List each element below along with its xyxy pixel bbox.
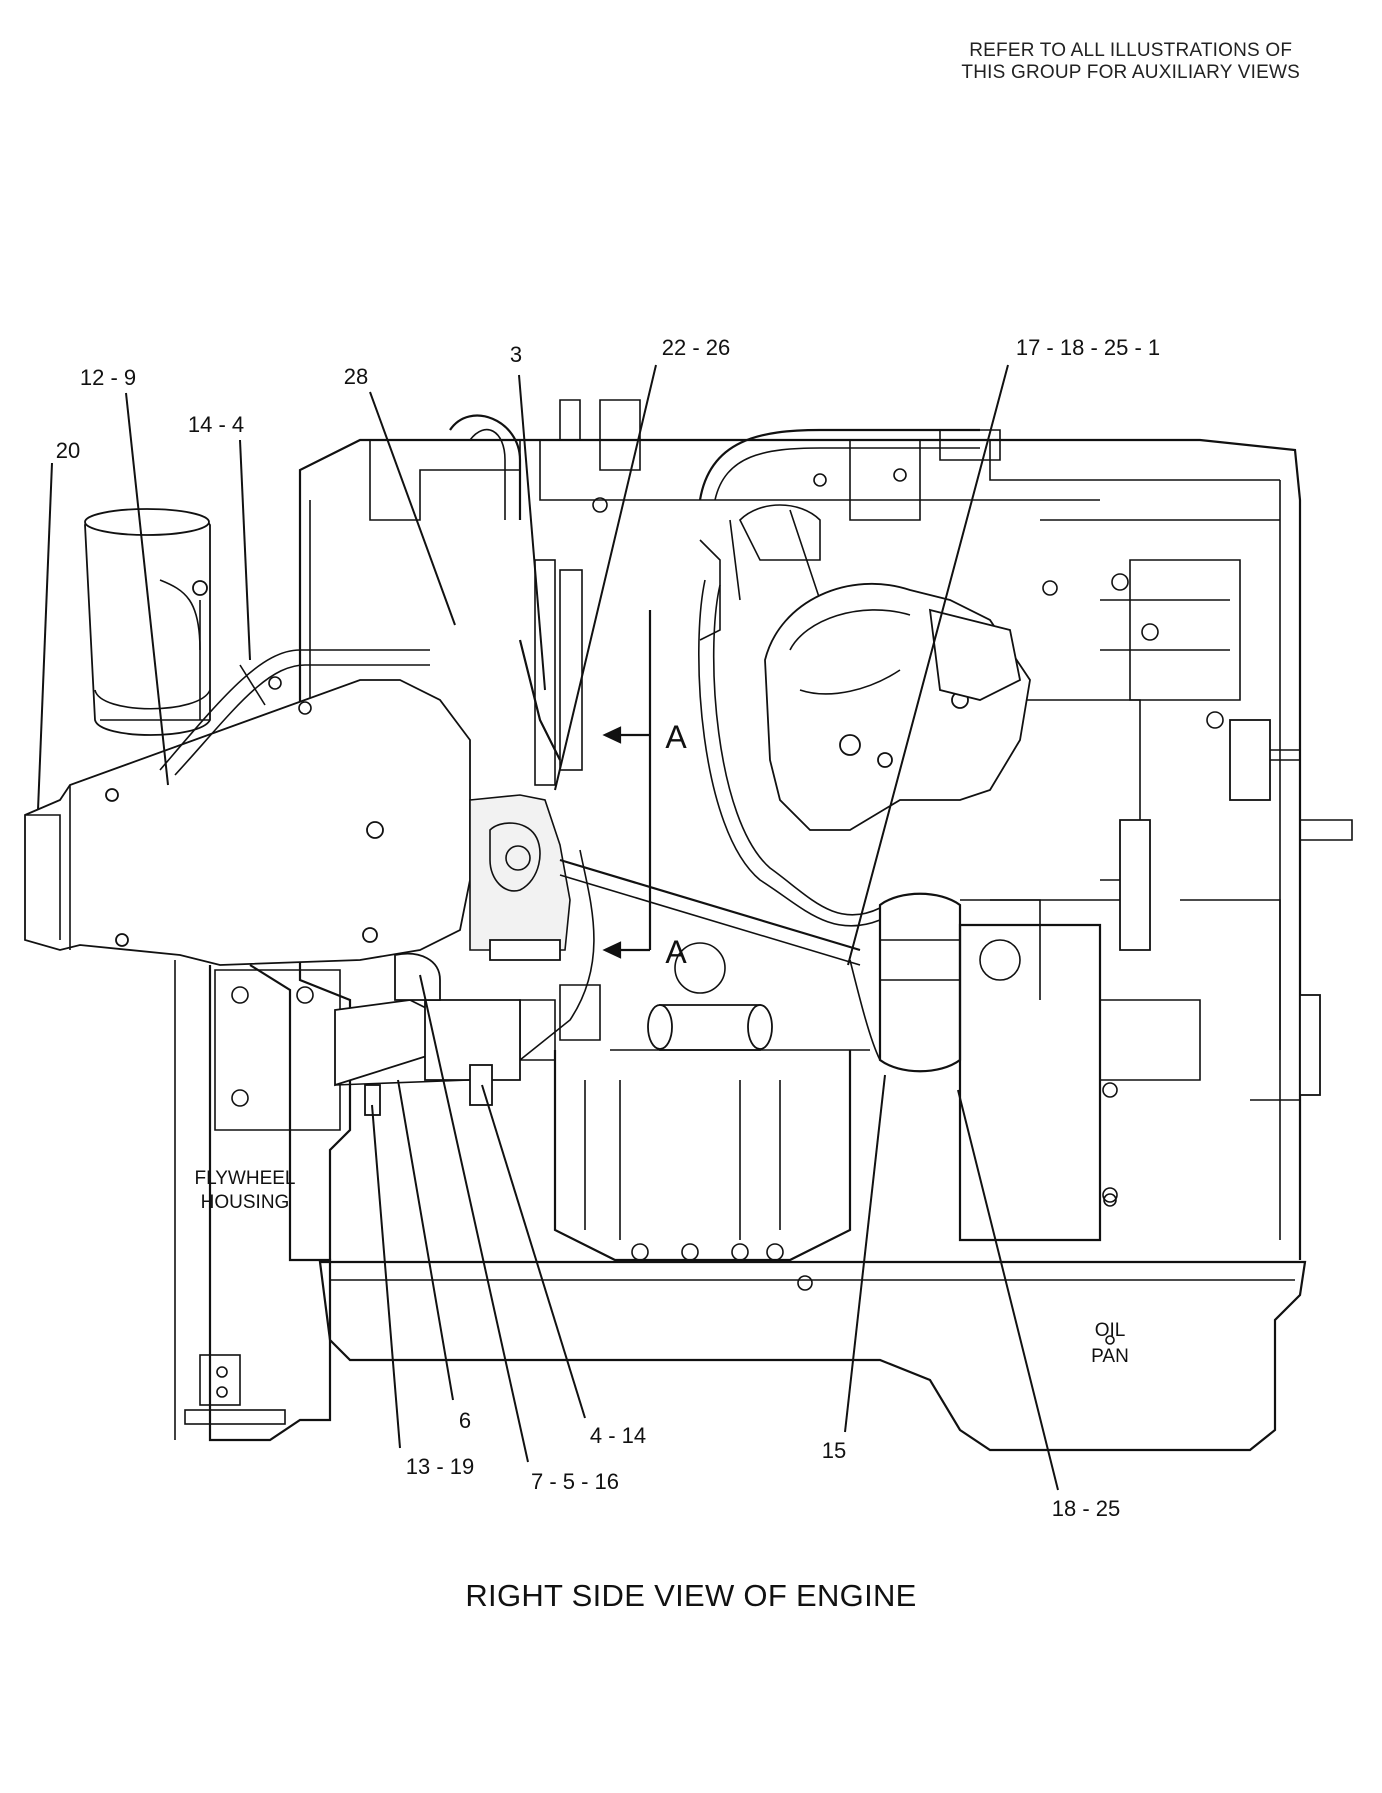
- callout-14-4: 14 - 4: [188, 412, 244, 437]
- oil-pan-label-line-2: PAN: [1091, 1346, 1129, 1367]
- callout-18-25: 18 - 25: [1052, 1496, 1121, 1521]
- leader-13-19: [371, 1104, 401, 1449]
- callout-labels: 20 12 - 9 14 - 4 28 3 22 - 26 17 - 18 - …: [56, 335, 1160, 1521]
- air-inlet-housing: [24, 649, 471, 966]
- callout-7-5-16: 7 - 5 - 16: [531, 1469, 619, 1494]
- oil-pan-label-line-1: OIL: [1095, 1320, 1126, 1341]
- section-line-a: [602, 610, 652, 959]
- top-pipework: [449, 399, 1001, 641]
- callout-15: 15: [822, 1438, 846, 1463]
- callout-12-9: 12 - 9: [80, 365, 136, 390]
- callout-13-19: 13 - 19: [406, 1454, 475, 1479]
- section-markers: A A: [665, 719, 687, 970]
- callout-6: 6: [459, 1408, 471, 1433]
- leader-6: [397, 1079, 454, 1401]
- leader-28: [369, 391, 456, 626]
- region-labels: FLYWHEEL HOUSING OIL PAN: [194, 1168, 1128, 1367]
- callout-22-26: 22 - 26: [662, 335, 731, 360]
- oil-cooler: [553, 942, 870, 1262]
- leader-20: [37, 462, 53, 811]
- right-bracket: [1100, 719, 1321, 1096]
- flywheel-housing-label-line-1: FLYWHEEL: [194, 1168, 295, 1189]
- leader-18-25: [957, 1089, 1059, 1491]
- callout-20: 20: [56, 438, 80, 463]
- reference-note: REFER TO ALL ILLUSTRATIONS OF THIS GROUP…: [961, 40, 1300, 84]
- section-marker-a-bottom: A: [665, 934, 687, 970]
- front-cover: [469, 559, 583, 961]
- leader-7-5-16: [419, 974, 529, 1463]
- leader-22-26: [554, 364, 657, 791]
- oil-pan: [318, 1260, 1307, 1452]
- leader-14-4: [239, 439, 251, 661]
- flywheel-housing: [174, 960, 341, 1442]
- leader-17-18-25-1: [847, 364, 1009, 966]
- reference-note-line-1: REFER TO ALL ILLUSTRATIONS OF: [969, 40, 1293, 61]
- turbocharger: [699, 504, 1041, 1073]
- leader-3: [518, 374, 546, 691]
- rear-cover-plate: [958, 923, 1117, 1242]
- leader-lines: [37, 364, 1059, 1491]
- leader-15: [844, 1074, 886, 1433]
- callout-3: 3: [510, 342, 522, 367]
- flywheel-housing-label-line-2: HOUSING: [201, 1192, 290, 1213]
- callout-28: 28: [344, 364, 368, 389]
- callout-17-18-25-1: 17 - 18 - 25 - 1: [1016, 335, 1160, 360]
- callout-4-14: 4 - 14: [590, 1423, 646, 1448]
- leader-4-14: [481, 1084, 586, 1419]
- leader-12-9: [125, 392, 169, 786]
- air-cleaner: [84, 508, 211, 736]
- water-tube: [334, 952, 521, 1116]
- section-marker-a-top: A: [665, 719, 687, 755]
- diagram-caption: RIGHT SIDE VIEW OF ENGINE: [465, 1578, 917, 1613]
- reference-note-line-2: THIS GROUP FOR AUXILIARY VIEWS: [961, 62, 1300, 83]
